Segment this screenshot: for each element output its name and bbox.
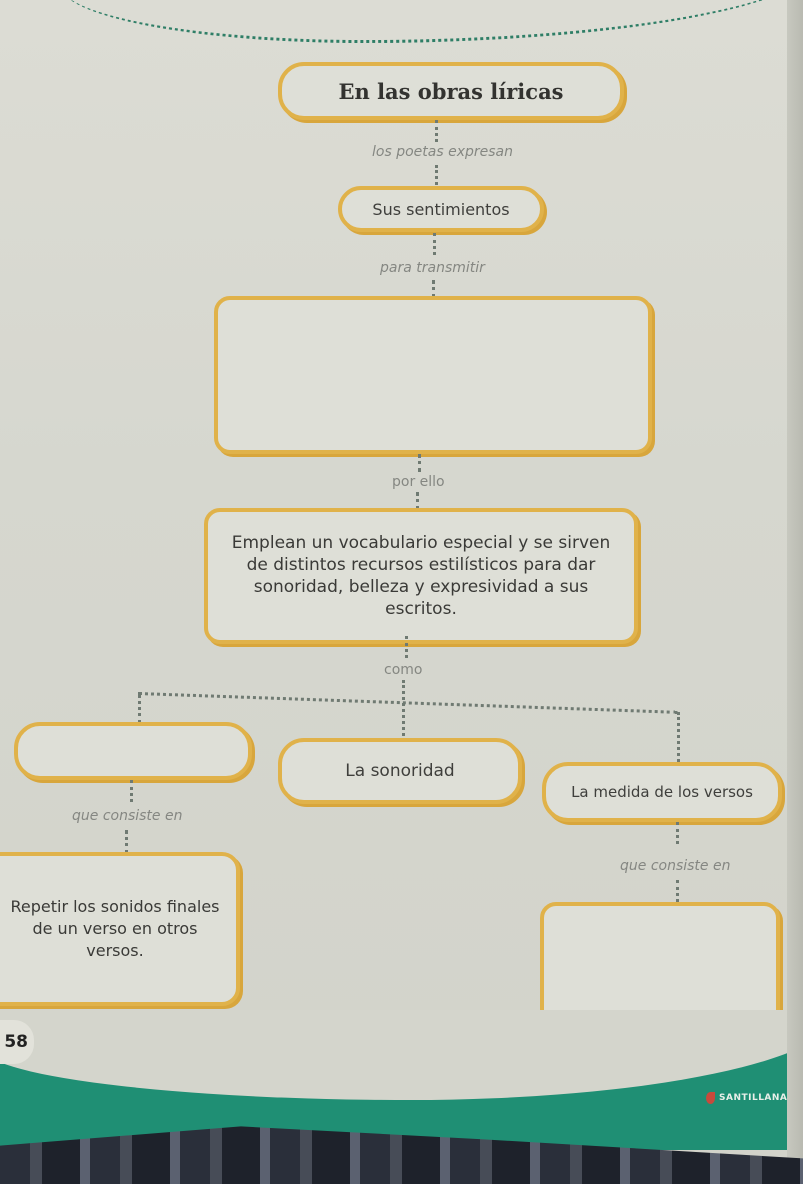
decorative-top-wave bbox=[60, 0, 803, 43]
connector-line bbox=[433, 233, 436, 255]
node-sentimientos-text: Sus sentimientos bbox=[372, 199, 510, 219]
map-title: En las obras líricas bbox=[338, 78, 564, 104]
node-sentimientos: Sus sentimientos bbox=[338, 186, 544, 232]
connector-line bbox=[677, 712, 680, 768]
connector-line bbox=[435, 120, 438, 142]
connector-line bbox=[402, 680, 405, 736]
connector-line bbox=[676, 822, 679, 844]
connector-label-expresan: los poetas expresan bbox=[372, 144, 513, 160]
connector-line bbox=[432, 280, 435, 298]
node-repetir: Repetir los sonidos finales de un verso … bbox=[0, 852, 240, 1006]
blank-answer-box-transmitir[interactable] bbox=[214, 296, 652, 454]
connector-label-por-ello: por ello bbox=[392, 474, 445, 490]
connector-line bbox=[416, 492, 419, 510]
connector-line bbox=[138, 694, 141, 724]
connector-label-como: como bbox=[384, 662, 423, 678]
publisher-logo: SANTILLANA bbox=[706, 1092, 787, 1104]
connector-line bbox=[405, 636, 408, 658]
publisher-name: SANTILLANA bbox=[719, 1093, 788, 1103]
node-medida-text: La medida de los versos bbox=[571, 783, 753, 801]
node-emplean-text: Emplean un vocabulario especial y se sir… bbox=[231, 533, 611, 619]
node-repetir-text: Repetir los sonidos finales de un verso … bbox=[10, 897, 220, 960]
node-sonoridad-text: La sonoridad bbox=[345, 761, 455, 781]
connector-label-consiste-left: que consiste en bbox=[72, 808, 183, 824]
node-sonoridad: La sonoridad bbox=[278, 738, 522, 804]
connector-label-consiste-right: que consiste en bbox=[620, 858, 731, 874]
page-edge bbox=[787, 0, 803, 1184]
page-number: 58 bbox=[0, 1020, 34, 1064]
node-emplean: Emplean un vocabulario especial y se sir… bbox=[204, 508, 638, 644]
publisher-mark-icon bbox=[706, 1092, 715, 1104]
connector-line bbox=[125, 830, 128, 854]
connector-line bbox=[130, 780, 133, 802]
connector-line bbox=[435, 165, 438, 185]
connector-line bbox=[418, 454, 421, 472]
title-box: En las obras líricas bbox=[278, 62, 624, 120]
node-medida: La medida de los versos bbox=[542, 762, 782, 822]
connector-label-transmitir: para transmitir bbox=[380, 260, 485, 276]
branch-line bbox=[137, 692, 678, 714]
connector-line bbox=[676, 880, 679, 908]
blank-answer-box-left[interactable] bbox=[14, 722, 252, 780]
